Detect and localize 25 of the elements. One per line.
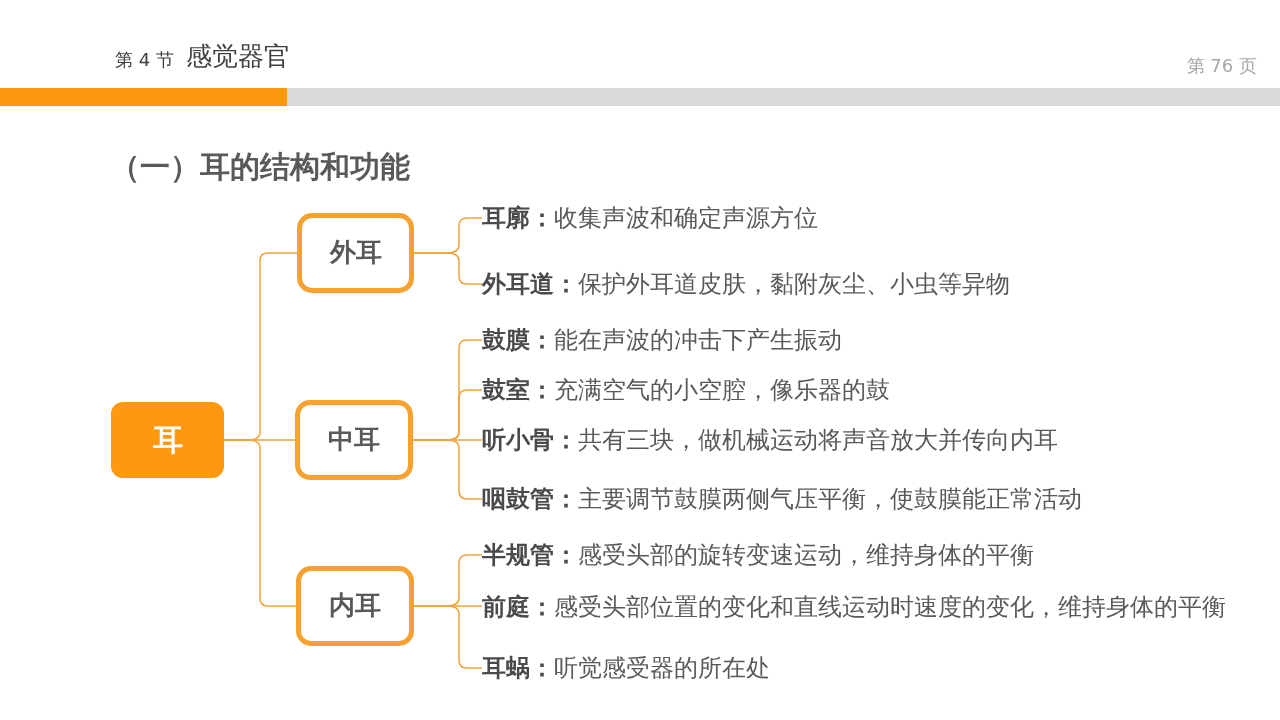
connector-line (223, 439, 297, 607)
description-text: 前庭：感受头部位置的变化和直线运动时速度的变化，维持身体的平衡 (482, 593, 1226, 621)
description-text: 鼓室：充满空气的小空腔，像乐器的鼓 (482, 376, 890, 404)
category-box (295, 400, 413, 480)
section-title: 感觉器官 (186, 41, 290, 73)
root-label: 耳 (152, 422, 183, 458)
description-text: 耳廓：收集声波和确定声源方位 (482, 204, 818, 232)
description-text: 鼓膜：能在声波的冲击下产生振动 (482, 326, 842, 354)
section-number: 第 4 节 (115, 49, 174, 71)
diagram-title: （一）耳的结构和功能 (110, 149, 410, 185)
connector-line (413, 252, 483, 285)
root-box (111, 402, 224, 478)
connector-line (413, 605, 483, 669)
description-text: 听小骨：共有三块，做机械运动将声音放大并传向内耳 (482, 426, 1058, 454)
box-label: 外耳 (329, 237, 382, 269)
description-text: 外耳道：保护外耳道皮肤，黏附灰尘、小虫等异物 (482, 270, 1010, 298)
description-text: 耳蜗：听觉感受器的所在处 (482, 654, 770, 682)
description-text: 咽鼓管：主要调节鼓膜两侧气压平衡，使鼓膜能正常活动 (482, 485, 1082, 513)
box-label: 内耳 (329, 590, 381, 622)
description-text: 半规管：感受头部的旋转变速运动，维持身体的平衡 (482, 541, 1034, 569)
category-box (296, 566, 414, 646)
category-box (297, 213, 414, 293)
connector-line (412, 439, 483, 500)
box-label: 中耳 (328, 424, 380, 456)
page-number: 第 76 页 (1186, 55, 1257, 77)
